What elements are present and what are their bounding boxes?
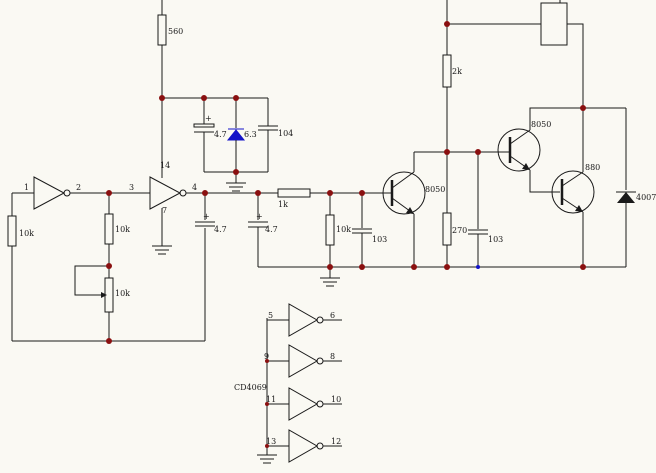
junction-dot — [444, 264, 450, 270]
junction-dot — [475, 149, 481, 155]
junction-dot — [201, 95, 207, 101]
pin-label-14: 14 — [160, 161, 170, 170]
pin-label-11: 11 — [266, 395, 276, 404]
pin-label-9: 9 — [264, 352, 269, 361]
pin-label-8: 8 — [330, 352, 335, 361]
junction-dot — [255, 190, 261, 196]
wire-relay-out — [567, 23, 584, 108]
label-r-1k: 1k — [278, 200, 288, 209]
resistor-10k-a — [7, 215, 17, 247]
junction-dot — [159, 95, 165, 101]
wire-q2-c — [529, 107, 626, 130]
pin-label-12: 12 — [331, 437, 341, 446]
junction-dot — [359, 264, 365, 270]
inverter-spare-13 — [288, 429, 319, 463]
pin-label-2: 2 — [76, 183, 81, 192]
transistor-8050-b — [497, 128, 541, 172]
label-q-8050-a: 8050 — [425, 185, 445, 194]
resistor-1k — [277, 188, 311, 198]
label-r-10k-a: 10k — [19, 229, 34, 238]
junction-dot — [327, 190, 333, 196]
label-c-103-a: 103 — [372, 235, 387, 244]
junction-dot — [233, 95, 239, 101]
junction-dot — [202, 190, 208, 196]
junction-dots — [106, 21, 586, 448]
polarity-plus-a: + — [205, 114, 212, 123]
polarity-plus-c: + — [203, 212, 210, 221]
q3-collector — [561, 171, 584, 187]
wire-q2-e — [529, 170, 560, 193]
label-r-270: 270 — [452, 226, 467, 235]
label-c-4-7-c: 4.7 — [214, 225, 227, 234]
label-r-10k-b: 10k — [115, 225, 130, 234]
inverter-spare-5 — [288, 303, 319, 337]
junction-dot — [265, 444, 269, 448]
cap-4-7-a-plate1 — [193, 123, 215, 128]
junction-dot — [106, 263, 112, 269]
pin-label-1: 1 — [24, 183, 29, 192]
label-c-103-b: 103 — [488, 235, 503, 244]
ground-symbol-2 — [226, 182, 246, 192]
junction-dot — [359, 190, 365, 196]
label-c-4-7-b: 4.7 — [265, 225, 278, 234]
q2-collector — [509, 129, 531, 145]
polarity-plus-b: + — [256, 212, 263, 221]
label-q-8050-b: 8050 — [531, 120, 551, 129]
junction-dot — [444, 21, 450, 27]
label-r-10k-c: 10k — [336, 225, 351, 234]
resistor-2k — [442, 54, 452, 88]
inverter-1 — [33, 176, 66, 210]
label-pot-10k: 10k — [115, 289, 130, 298]
transistor-8050-a — [382, 171, 426, 215]
label-c-104: 104 — [278, 129, 293, 138]
relay-coil — [540, 2, 568, 46]
pin-label-13: 13 — [266, 437, 276, 446]
q1-collector — [391, 171, 415, 189]
inverter-spare-11 — [288, 387, 319, 421]
junction-dot-blue — [476, 265, 480, 269]
junction-dot — [327, 264, 333, 270]
junction-dot — [265, 402, 269, 406]
label-d-4007: 4007 — [636, 193, 656, 202]
resistor-270 — [442, 212, 452, 246]
junction-dot — [411, 264, 417, 270]
transistor-880 — [551, 170, 595, 214]
label-r-2k: 2k — [452, 67, 462, 76]
pin-label-5: 5 — [268, 311, 273, 320]
junction-dot — [444, 149, 450, 155]
pin-label-4: 4 — [192, 183, 197, 192]
ground-symbol-1 — [152, 245, 172, 255]
junction-dot — [580, 264, 586, 270]
ground-symbol-3 — [320, 277, 340, 287]
pin-label-7: 7 — [162, 206, 167, 215]
pin-label-6: 6 — [330, 311, 335, 320]
zener-6-3 — [226, 129, 246, 141]
junction-dot — [233, 169, 239, 175]
junction-dot — [106, 338, 112, 344]
pot-wiper-wire — [74, 265, 109, 296]
junction-dot — [265, 359, 269, 363]
resistor-10k-c — [325, 214, 335, 246]
junction-dot — [106, 190, 112, 196]
resistor-560 — [157, 14, 167, 46]
q3-emitter-arrow — [575, 205, 583, 212]
label-q-880: 880 — [585, 163, 600, 172]
label-ic-cd4069: CD4069 — [234, 383, 267, 392]
pin-label-3: 3 — [129, 183, 134, 192]
label-zener-6-3: 6.3 — [244, 130, 257, 139]
ground-symbol-4 — [257, 454, 277, 464]
q1-emitter-arrow — [406, 207, 414, 214]
inverter-spare-9 — [288, 344, 319, 378]
junction-dot — [580, 105, 586, 111]
q2-emitter-arrow — [522, 163, 530, 170]
pin-label-10: 10 — [331, 395, 341, 404]
pot-wiper-arrow — [101, 292, 107, 298]
label-c-4-7-a: 4.7 — [214, 130, 227, 139]
label-r-560: 560 — [168, 27, 183, 36]
resistor-10k-b — [104, 213, 114, 245]
diode-4007 — [617, 192, 635, 203]
inverter-2 — [149, 176, 182, 210]
